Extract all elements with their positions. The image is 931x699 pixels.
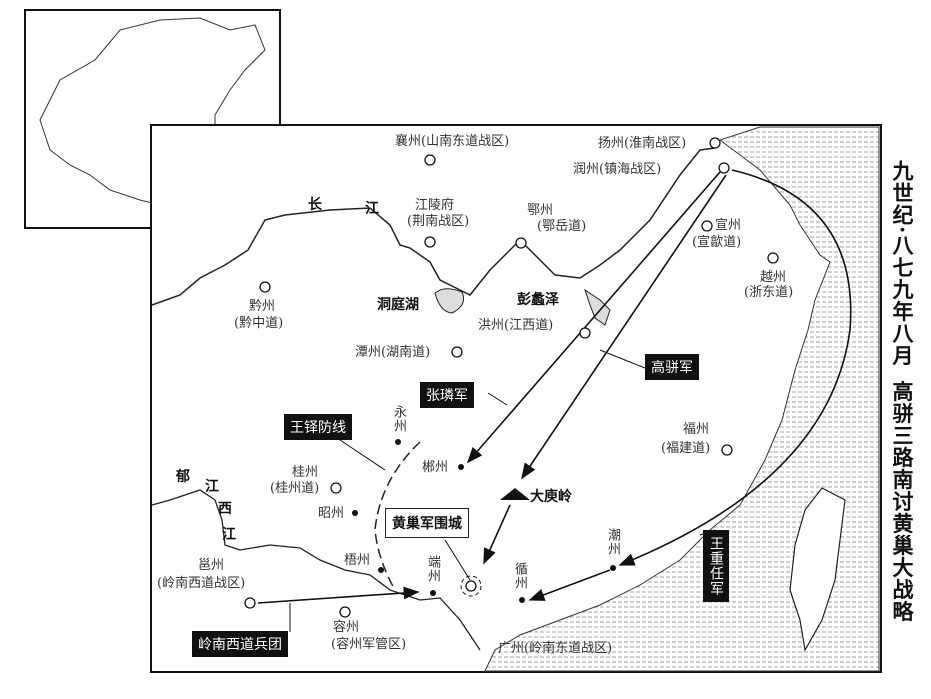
label-runzhou: 润州(镇海战区) — [573, 162, 662, 177]
mountain-icon — [500, 488, 530, 500]
label-yangtze-1: 长 — [308, 197, 322, 213]
wangduo-defense-line — [374, 441, 421, 591]
label-qianzhou-sub: (黔中道) — [234, 316, 284, 331]
pengli-lake — [584, 288, 611, 326]
arrow-gaopian — [521, 174, 727, 480]
label-yangtze-2: 江 — [365, 201, 379, 217]
label-dayuling: 大庾岭 — [530, 489, 572, 505]
pointer-wangduo — [339, 439, 386, 471]
label-yujiang-1: 郁 — [176, 469, 190, 485]
label-wuzhou: 梧州 — [344, 553, 371, 568]
label-jiangling-sub: (荆南战区) — [407, 214, 470, 229]
label-yuezhou-sub: (浙东道) — [744, 285, 794, 300]
pointer-lines — [599, 349, 646, 369]
arrow-chaozhou-xunzhou — [528, 569, 611, 601]
label-pengli: 彭蠡泽 — [517, 292, 559, 308]
label-qianzhou: 黔州 — [249, 299, 276, 314]
label-yujiang-2: 江 — [205, 479, 219, 495]
title-line2: 高骈三路南讨黄巢大战略 — [890, 380, 915, 623]
label-jiangling: 江陵府 — [415, 198, 455, 213]
label-guizhou: 桂州 — [292, 465, 319, 480]
label-rongzhou: 容州 — [333, 620, 360, 635]
pointer-zhanglin — [487, 392, 508, 406]
label-yongzhou: 永州 — [391, 405, 406, 433]
city-markers — [244, 137, 779, 618]
title-line1: 九世纪·八七九年八月 — [890, 160, 915, 367]
label-guangzhou: 广州(岭南东道战区) — [498, 641, 613, 656]
label-chenzhou: 郴州 — [422, 460, 449, 475]
label-xijiang-1: 西 — [218, 501, 232, 517]
label-xijiang-2: 江 — [222, 527, 236, 543]
arrow-lingnan-west — [257, 586, 420, 604]
label-hongzhou: 洪州(江西道) — [478, 318, 554, 333]
sea-area — [484, 126, 880, 672]
label-fuzhou-sub: (福建道) — [661, 441, 711, 456]
taiwan-island — [789, 487, 846, 652]
arrow-zhanglin — [466, 171, 721, 464]
label-rongzhou-sub: (容州军管区) — [331, 637, 407, 652]
label-xuanzhou-sub: (宣歙道) — [692, 235, 742, 250]
label-chaozhou: 潮州 — [605, 528, 620, 556]
pointer-siege — [444, 539, 471, 581]
label-xuanzhou: 宣州 — [715, 218, 742, 233]
label-tanzhou: 潭州(湖南道) — [355, 345, 431, 360]
label-yangzhou: 扬州(淮南战区) — [598, 136, 687, 151]
label-yongzhou-west-sub: (岭南西道战区) — [157, 576, 246, 591]
siege-circle — [460, 575, 482, 597]
tag-wangduo-line: 王铎防线 — [284, 414, 352, 440]
label-fuzhou: 福州 — [683, 422, 710, 437]
tag-lingnan-west-corps: 岭南西道兵团 — [192, 631, 288, 657]
west-river — [151, 489, 481, 651]
arrow-sea-route — [618, 169, 852, 566]
label-xunzhou: 循州 — [512, 562, 527, 590]
arrow-dayuling-siege — [483, 504, 511, 565]
label-yongzhou-west: 邕州 — [198, 558, 225, 573]
dongting-lake — [434, 288, 465, 314]
label-duanzhou: 端州 — [425, 555, 440, 583]
label-xiangzhou: 襄州(山南东道战区) — [395, 134, 510, 149]
label-zhaozhou: 昭州 — [318, 506, 345, 521]
label-ezhou-sub: (鄂岳道) — [537, 219, 587, 234]
tag-huangchao-siege: 黄巢军围城 — [385, 508, 469, 538]
label-yuezhou: 越州 — [760, 270, 787, 285]
label-guizhou-sub: (桂州道) — [270, 481, 320, 496]
tag-wangchongren-army: 王重任军 — [703, 530, 729, 602]
label-ezhou: 鄂州 — [527, 203, 554, 218]
tag-zhanglin-army: 张璘军 — [420, 382, 474, 408]
city-dots — [352, 439, 616, 603]
yangtze-river — [151, 147, 716, 306]
label-dongting: 洞庭湖 — [377, 297, 419, 313]
map-title: 九世纪·八七九年八月高骈三路南讨黄巢大战略 — [888, 160, 916, 622]
tag-gaopian-army: 高骈军 — [645, 354, 699, 380]
